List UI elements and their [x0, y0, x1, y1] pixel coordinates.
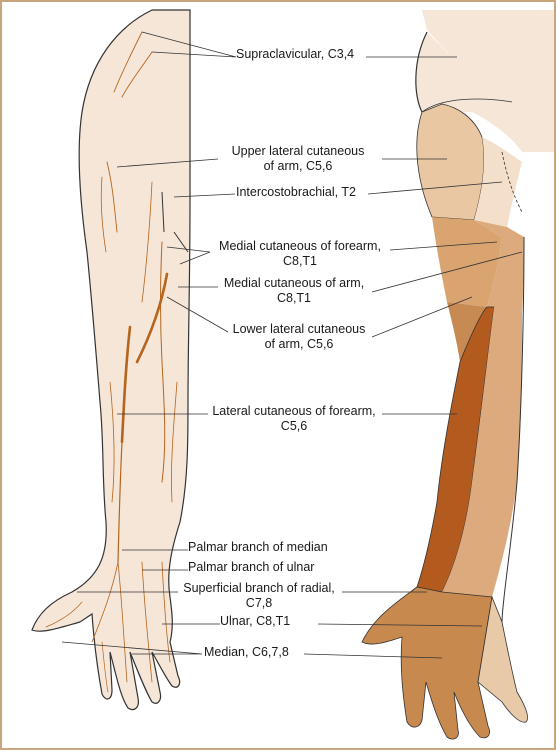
label-upper-lateral-line2: of arm, C5,6 — [263, 159, 333, 173]
zone-lower-lateral — [447, 302, 487, 362]
label-palmar-branch-median: Palmar branch of median — [188, 540, 328, 554]
label-upper-lateral-cutaneous: Upper lateral cutaneous of arm, C5,6 — [218, 144, 378, 174]
leader-lines — [61, 31, 523, 659]
label-superficial-radial-line2: C7,8 — [245, 596, 273, 610]
left-arm-outline — [31, 9, 191, 711]
label-superficial-branch-radial: Superficial branch of radial, C7,8 — [176, 581, 342, 611]
nerve-branches — [45, 31, 178, 693]
zone-median-hand — [361, 586, 493, 740]
label-lower-lateral-line1: Lower lateral cutaneous — [232, 322, 366, 336]
zone-ulnar-hand — [477, 595, 528, 723]
label-lower-lateral-cutaneous: Lower lateral cutaneous of arm, C5,6 — [228, 322, 370, 352]
left-arm — [31, 9, 191, 711]
label-medial-forearm-line2: C8,T1 — [282, 254, 318, 268]
axilla-edge — [161, 191, 189, 253]
zone-medial-forearm-lower — [442, 307, 522, 597]
label-lateral-forearm-line2: C5,6 — [280, 419, 308, 433]
zone-upper-lateral — [416, 103, 485, 221]
zone-medial-forearm-upper — [432, 217, 502, 307]
label-medial-cutaneous-arm: Medial cutaneous of arm, C8,T1 — [218, 276, 370, 306]
label-supraclavicular: Supraclavicular, C3,4 — [236, 47, 355, 61]
label-lateral-forearm-line1: Lateral cutaneous of forearm, — [212, 404, 376, 418]
zone-supraclavicular — [422, 10, 554, 82]
axilla-dashed — [501, 151, 523, 213]
label-medial-cutaneous-forearm: Medial cutaneous of forearm, C8,T1 — [212, 239, 388, 269]
label-lower-lateral-line2: of arm, C5,6 — [264, 337, 334, 351]
label-ulnar: Ulnar, C8,T1 — [220, 614, 291, 628]
shoulder-outline — [415, 31, 428, 113]
label-lateral-cutaneous-forearm: Lateral cutaneous of forearm, C5,6 — [208, 404, 380, 434]
label-medial-forearm-line1: Medial cutaneous of forearm, — [219, 239, 381, 253]
right-arm — [361, 10, 554, 740]
label-palmar-branch-ulnar: Palmar branch of ulnar — [188, 560, 315, 574]
clavicle-line — [421, 98, 513, 113]
label-median: Median, C6,7,8 — [204, 645, 289, 659]
label-medial-arm-line1: Medial cutaneous of arm, — [223, 276, 365, 290]
label-upper-lateral-line1: Upper lateral cutaneous — [231, 144, 365, 158]
label-superficial-radial-line1: Superficial branch of radial, — [183, 581, 335, 595]
label-medial-arm-line2: C8,T1 — [276, 291, 312, 305]
zone-medial-arm — [474, 220, 524, 312]
zone-supraclavicular-shoulder — [415, 32, 554, 152]
medial-outline — [501, 236, 525, 623]
label-intercostobrachial: Intercostobrachial, T2 — [236, 185, 356, 199]
